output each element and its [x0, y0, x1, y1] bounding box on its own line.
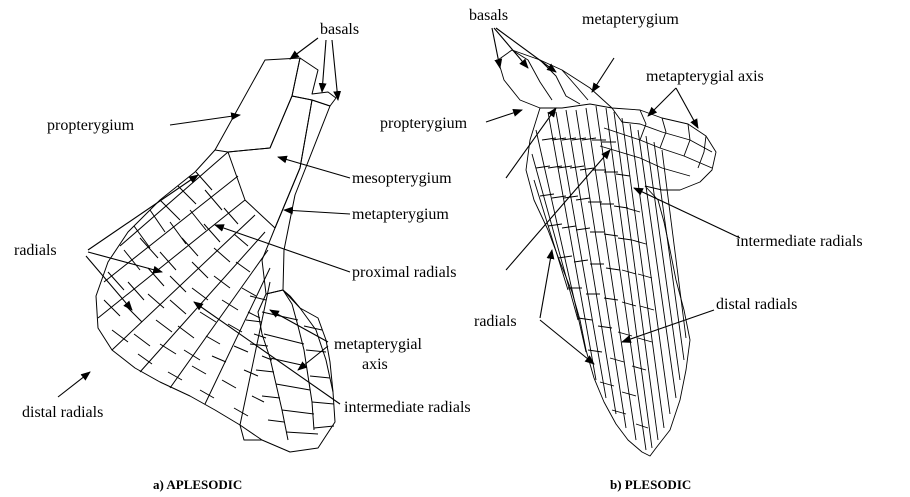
- b-label-distal-radials: distal radials: [716, 296, 797, 314]
- a-mesopterygium-shape: [228, 96, 312, 228]
- a-propterygium-shape: [215, 58, 300, 152]
- b-fin-outline: [526, 108, 690, 456]
- a-basals-shape: [292, 58, 336, 106]
- plesodic-fin: [498, 50, 716, 456]
- a-label-distal-radials: distal radials: [22, 404, 103, 422]
- a-label-propterygium: propterygium: [47, 117, 134, 135]
- a-label-intermediate-radials: intermediate radials: [344, 399, 471, 417]
- a-mesopterygium-arrow: [278, 157, 350, 178]
- b-propterygium-arrow: [486, 110, 522, 122]
- a-label-radials: radials: [14, 242, 57, 260]
- b-label-radials: radials: [474, 313, 517, 331]
- a-metapterygial-axis-arrow-2: [298, 346, 328, 370]
- b-label-propterygium: propterygium: [380, 115, 467, 133]
- a-radials-arrow-2: [88, 252, 162, 272]
- a-label-metapterygial-axis-line2: axis: [362, 356, 388, 374]
- b-metapterygial-axis-arrow-1: [648, 88, 676, 116]
- a-intermediate-radials-arrow: [194, 302, 340, 404]
- b-caption: b) PLESODIC: [610, 477, 691, 492]
- a-caption: a) APLESODIC: [153, 477, 242, 492]
- a-metapterygium-arrow: [284, 210, 350, 214]
- a-distal-radials-arrow: [58, 372, 90, 397]
- a-basals-arrow-3: [332, 40, 338, 100]
- a-basals-arrow-2: [322, 40, 326, 92]
- a-radials-arrow-3: [86, 256, 132, 310]
- b-metapterygium-arrow: [592, 58, 614, 92]
- a-fin-outline: [96, 150, 335, 452]
- b-label-intermediate-radials: intermediate radials: [736, 233, 863, 251]
- a-label-metapterygial-axis-line1: metapterygial: [334, 336, 422, 354]
- b-label-metapterygial-axis: metapterygial axis: [646, 68, 764, 86]
- a-label-basals: basals: [320, 21, 359, 39]
- b-label-metapterygium: metapterygium: [582, 11, 679, 29]
- a-label-metapterygium: metapterygium: [352, 206, 449, 224]
- b-radials-arrow-1: [540, 250, 552, 318]
- b-radials-arrow-2: [540, 320, 594, 364]
- b-label-basals: basals: [469, 7, 508, 25]
- a-label-mesopterygium: mesopterygium: [352, 170, 452, 188]
- a-basals-arrow-1: [290, 38, 318, 59]
- a-metapterygium-shape: [262, 100, 330, 294]
- a-label-proximal-radials: proximal radials: [352, 264, 456, 282]
